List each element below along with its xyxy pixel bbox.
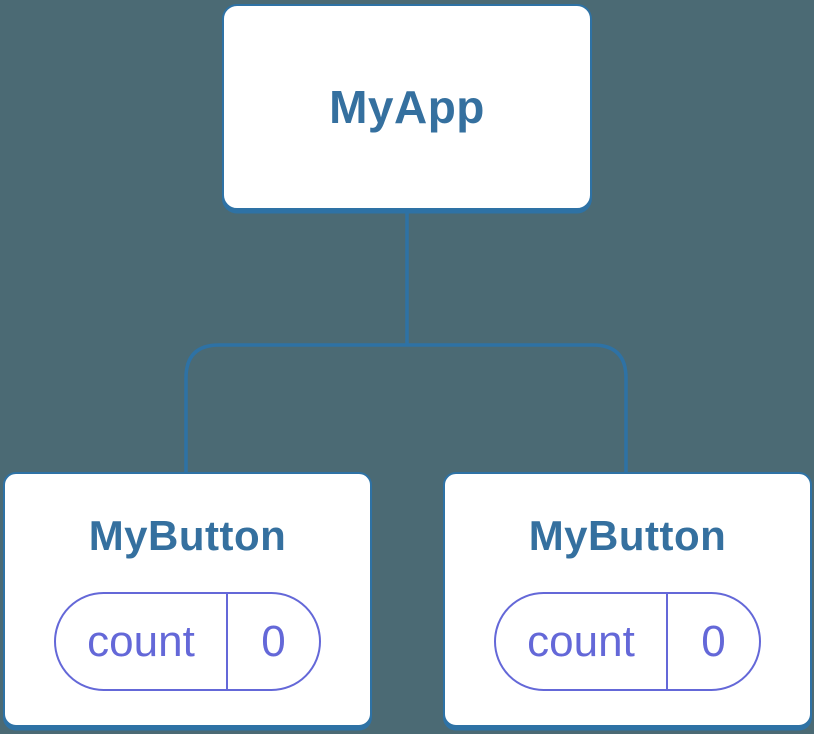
state-key: count (496, 594, 668, 689)
child-component-label: MyButton (528, 512, 727, 559)
state-pill: count 0 (54, 592, 321, 691)
child-component-card-2: MyButton count 0 (443, 472, 812, 727)
child-component-label: MyButton (88, 512, 287, 559)
state-pill: count 0 (494, 592, 761, 691)
root-component-label: MyApp (329, 81, 485, 133)
state-value: 0 (701, 616, 726, 666)
root-component-card: MyApp (222, 4, 592, 210)
state-value: 0 (261, 616, 286, 666)
state-key: count (56, 594, 228, 689)
children-fork-line (184, 343, 628, 473)
child-component-card-1: MyButton count 0 (3, 472, 372, 727)
